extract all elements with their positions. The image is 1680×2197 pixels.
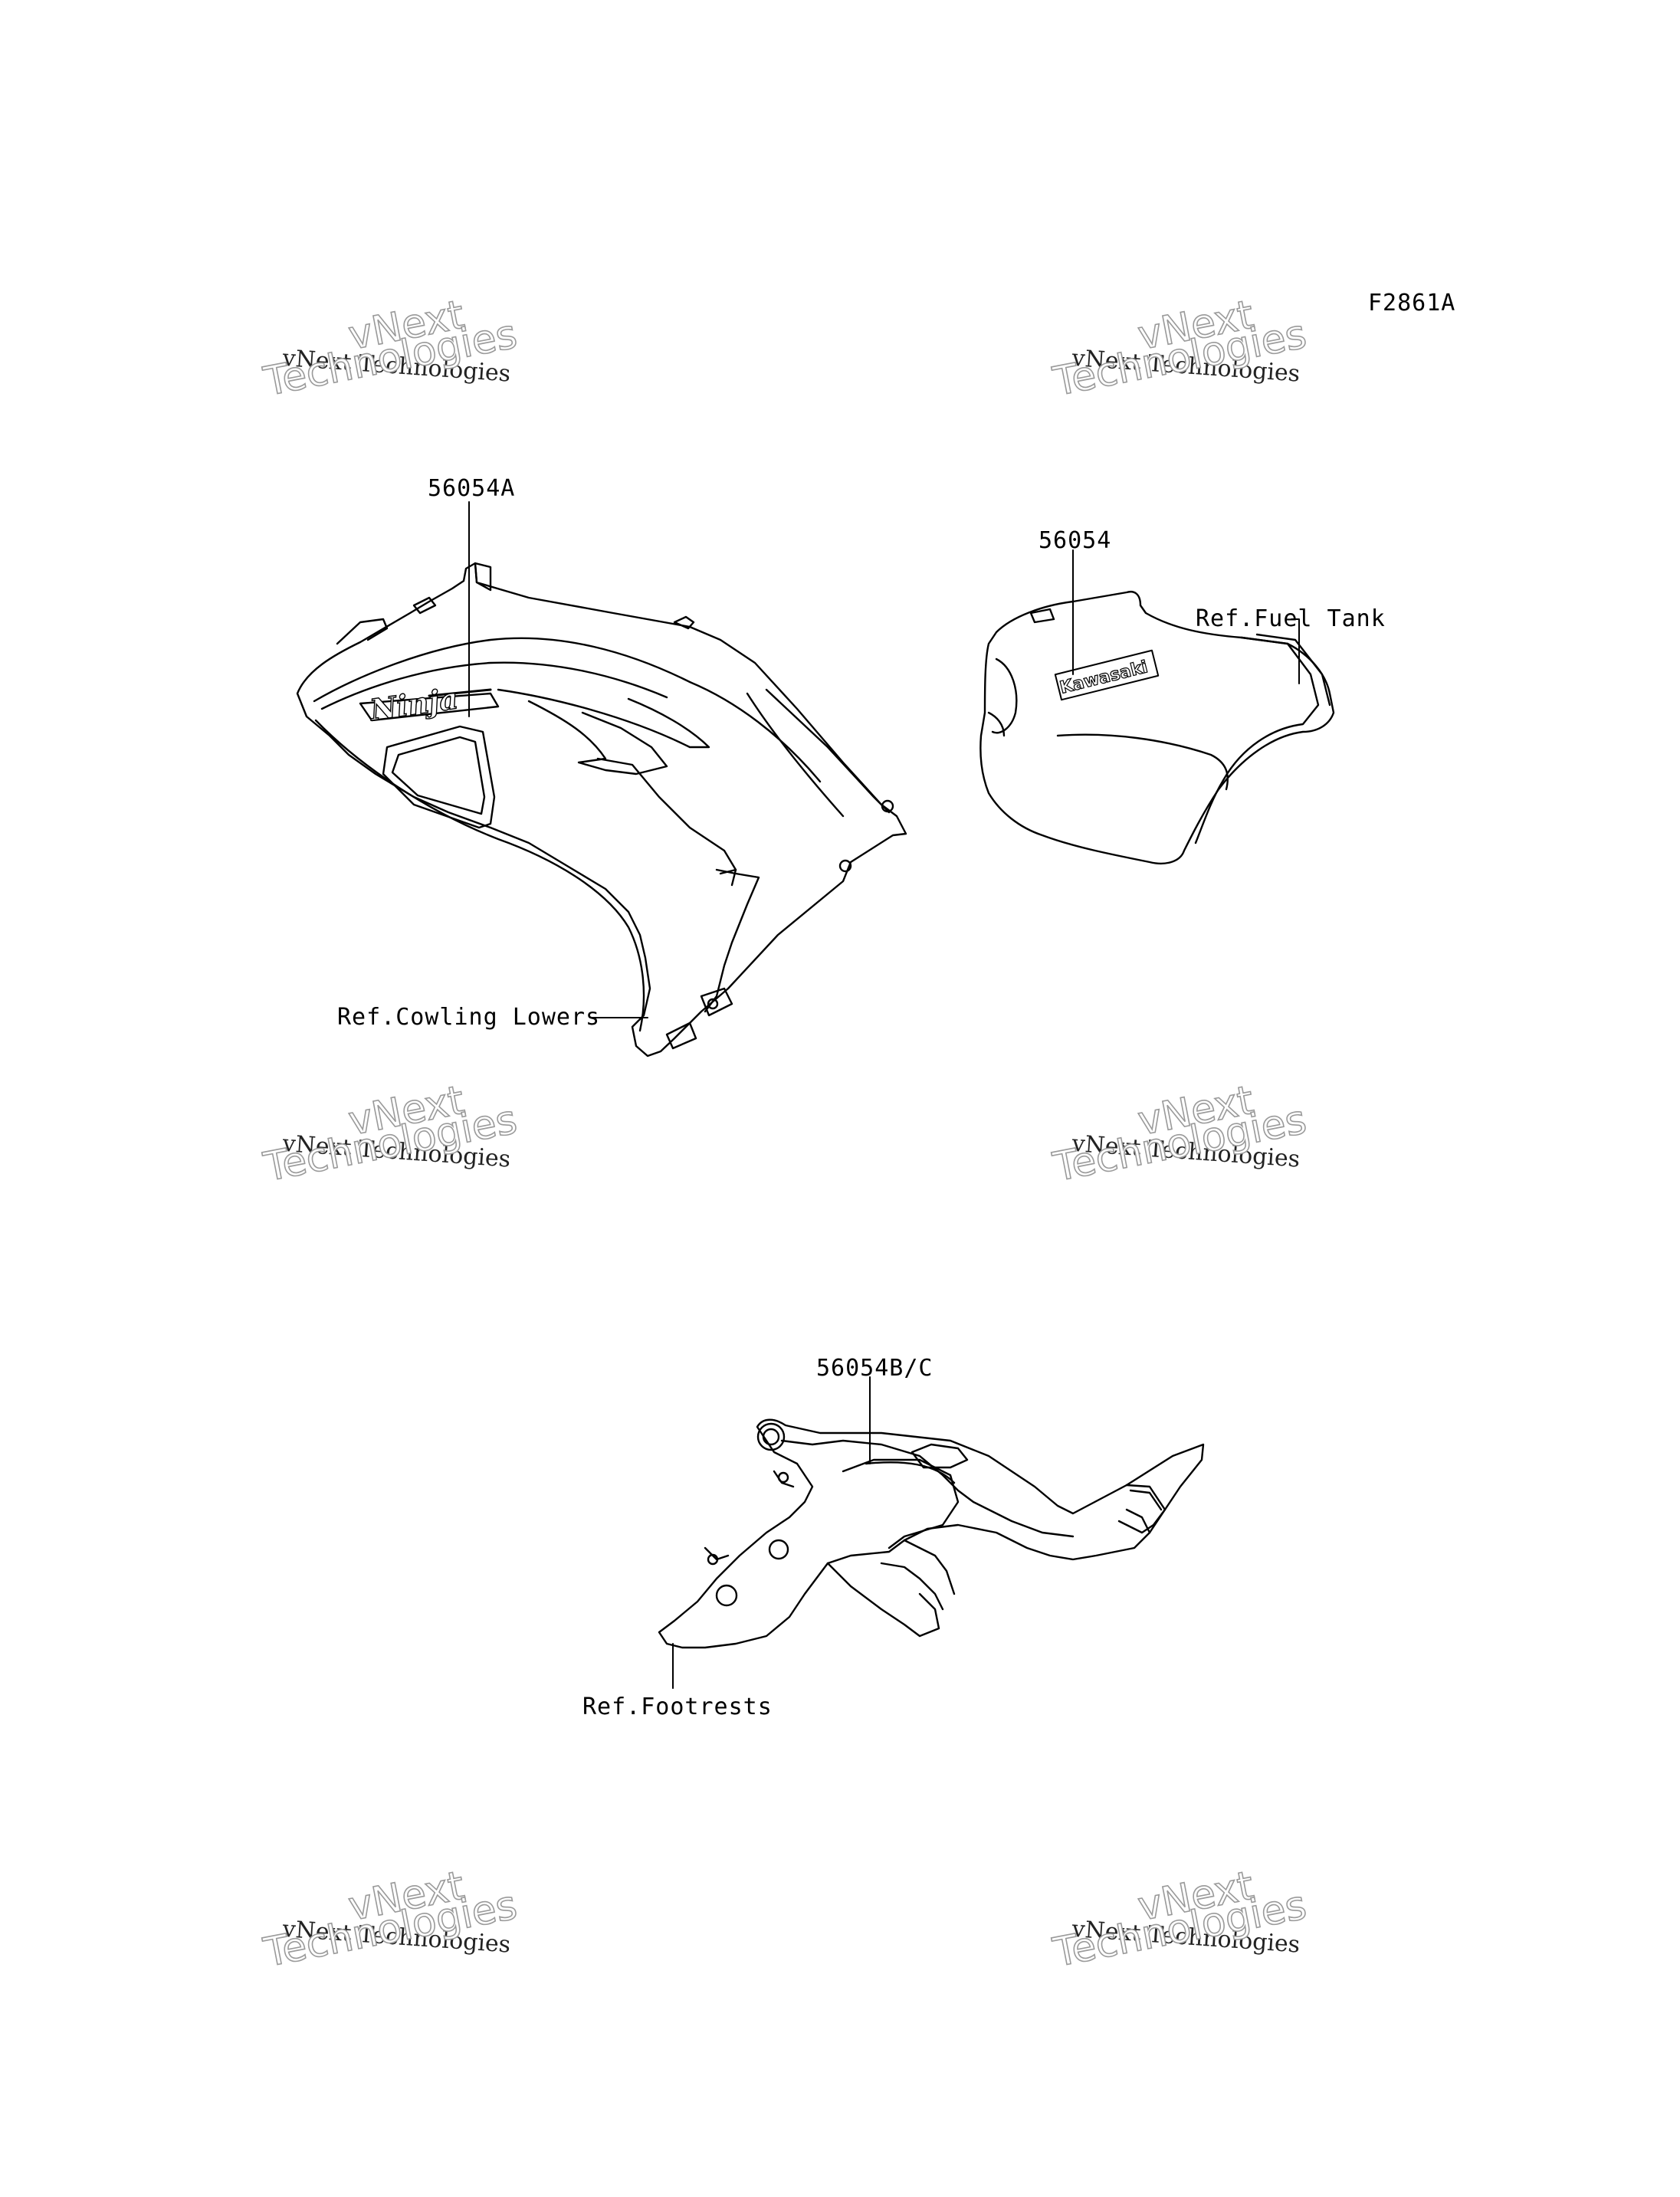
callout-56054bc: 56054B/C bbox=[816, 1355, 934, 1382]
cowling-lower-part bbox=[296, 562, 907, 1058]
callout-56054a: 56054A bbox=[428, 475, 516, 502]
kawasaki-decal: Kawasaki bbox=[1058, 657, 1150, 698]
ninja-decal: Ninja bbox=[367, 680, 460, 727]
ref-cowling-lowers: Ref.Cowling Lowers bbox=[337, 1004, 601, 1031]
figure-id: F2861A bbox=[1368, 290, 1456, 316]
footrest-bracket-part bbox=[658, 1418, 1205, 1649]
callout-56054: 56054 bbox=[1039, 527, 1112, 554]
ref-fuel-tank: Ref.Fuel Tank bbox=[1196, 605, 1386, 632]
fuel-tank-part bbox=[979, 591, 1335, 865]
ref-footrests: Ref.Footrests bbox=[582, 1694, 773, 1720]
